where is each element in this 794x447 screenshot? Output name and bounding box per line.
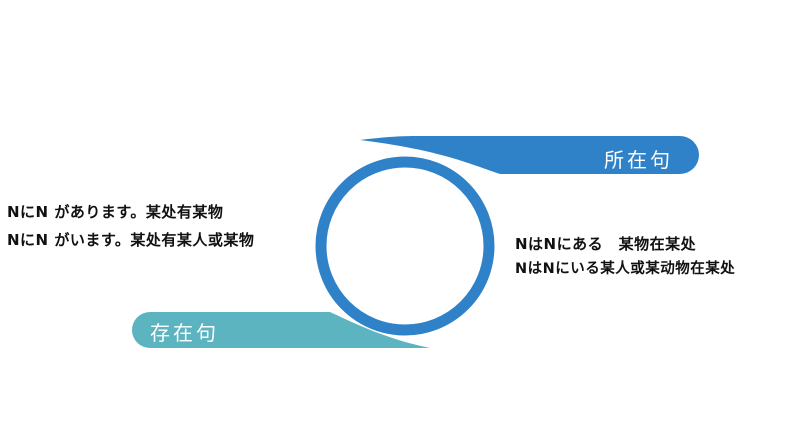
top-label: 所在句 <box>604 148 673 172</box>
bottom-band <box>132 312 430 348</box>
right-line-2: NはNにいる某人或某动物在某处 <box>515 261 736 277</box>
right-line-1: NはNにある 某物在某处 <box>515 235 697 253</box>
left-line-2: NにN がいます。某处有某人或某物 <box>7 231 255 249</box>
left-line-1: NにN があります。某处有某物 <box>7 203 224 221</box>
top-band <box>360 136 699 174</box>
bottom-label: 存在句 <box>150 321 219 345</box>
center-ring <box>315 156 495 336</box>
